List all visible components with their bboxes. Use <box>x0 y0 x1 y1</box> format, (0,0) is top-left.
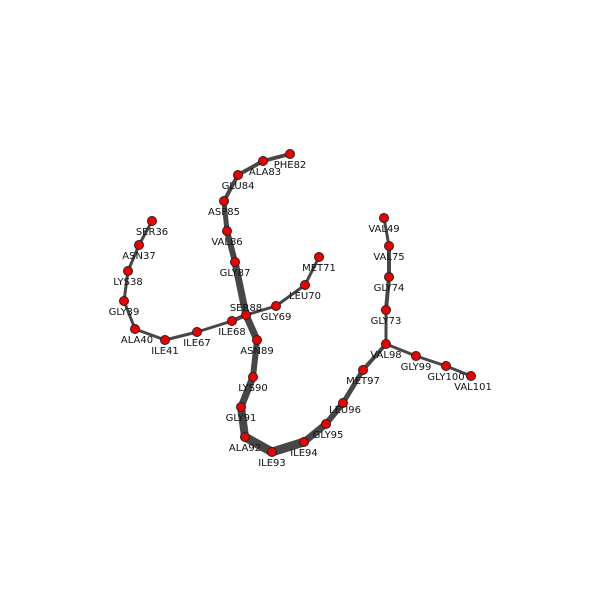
label-gly39: GLY39 <box>109 307 140 318</box>
node-val98 <box>381 339 391 349</box>
node-phe82 <box>285 149 295 159</box>
label-ile93: ILE93 <box>258 458 286 469</box>
edge-val98-gly99 <box>384 342 418 358</box>
label-gly69: GLY69 <box>261 312 292 323</box>
node-met97 <box>358 365 368 375</box>
label-ile67: ILE67 <box>183 338 211 349</box>
edge-gly69-leu70 <box>274 283 307 308</box>
node-ala40 <box>130 324 140 334</box>
label-gly91: GLY91 <box>226 413 257 424</box>
label-ser36: SER36 <box>136 227 168 238</box>
node-gly87 <box>230 257 240 267</box>
label-phe82: PHE82 <box>274 160 307 171</box>
label-val86: VAL86 <box>211 237 242 248</box>
label-ser88: SER88 <box>230 303 262 314</box>
edge-gly91-ala92 <box>237 403 249 441</box>
node-asn89 <box>252 335 262 345</box>
edge-leu96-met97 <box>340 367 366 406</box>
label-val98: VAL98 <box>370 350 401 361</box>
edge-asn89-lys90 <box>250 337 260 380</box>
edge-layer <box>122 152 473 457</box>
node-ile94 <box>299 437 309 447</box>
label-ile68: ILE68 <box>218 327 246 338</box>
label-gly95: GLY95 <box>313 430 344 441</box>
label-gly99: GLY99 <box>401 362 432 373</box>
label-gly74: GLY74 <box>374 283 405 294</box>
edge-lys90-gly91 <box>237 373 257 411</box>
label-gly100: GLY100 <box>427 372 464 383</box>
node-ile68 <box>227 316 237 326</box>
edge-gly73-gly74 <box>384 275 391 312</box>
label-ala83: ALA83 <box>249 167 281 178</box>
node-gly73 <box>381 305 391 315</box>
node-leu70 <box>300 280 310 290</box>
label-met71: MET71 <box>302 263 336 274</box>
edge-ser88-gly69 <box>244 304 278 317</box>
edge-ile93-ile94 <box>267 437 309 457</box>
node-ser88 <box>241 310 251 320</box>
label-lys38: LYS38 <box>113 277 142 288</box>
edge-ile67-ile68 <box>195 319 234 334</box>
node-glu84 <box>233 170 243 180</box>
edge-asp85-val86 <box>221 198 230 234</box>
edge-gly87-ser88 <box>231 258 250 319</box>
node-gly39 <box>119 296 129 306</box>
node-gly95 <box>321 419 331 429</box>
node-val75 <box>384 241 394 251</box>
label-gly73: GLY73 <box>371 316 402 327</box>
node-ile41 <box>160 335 170 345</box>
node-val49 <box>379 213 389 223</box>
node-gly99 <box>411 351 421 361</box>
label-leu70: LEU70 <box>289 291 321 302</box>
label-asn37: ASN37 <box>122 251 155 262</box>
node-lys90 <box>248 372 258 382</box>
node-layer <box>119 149 476 457</box>
edge-val86-gly87 <box>224 228 238 265</box>
edge-gly39-ala40 <box>122 299 137 331</box>
label-val101: VAL101 <box>454 382 492 393</box>
node-ile67 <box>192 327 202 337</box>
edge-lys38-gly39 <box>122 269 130 303</box>
node-met71 <box>314 252 324 262</box>
node-asp85 <box>219 196 229 206</box>
node-ile93 <box>267 447 277 457</box>
edge-ile41-ile67 <box>163 330 199 342</box>
label-gly87: GLY87 <box>220 268 251 279</box>
node-lys38 <box>123 266 133 276</box>
edge-ala92-ile93 <box>240 432 277 457</box>
label-ile41: ILE41 <box>151 346 179 357</box>
label-lys90: LYS90 <box>238 383 267 394</box>
node-val86 <box>222 226 232 236</box>
node-gly100 <box>441 361 451 371</box>
label-leu96: LEU96 <box>329 405 361 416</box>
edge-met97-val98 <box>361 342 388 372</box>
node-leu96 <box>338 398 348 408</box>
label-asp85: ASP85 <box>208 207 240 218</box>
node-asn37 <box>134 240 144 250</box>
edge-leu70-met71 <box>303 255 321 287</box>
edge-ala40-ile41 <box>133 327 167 342</box>
node-val101 <box>466 371 476 381</box>
label-val75: VAL75 <box>373 252 404 263</box>
node-ala92 <box>240 432 250 442</box>
label-asn89: ASN89 <box>240 346 273 357</box>
label-ala40: ALA40 <box>121 335 153 346</box>
label-glu84: GLU84 <box>222 181 255 192</box>
label-met97: MET97 <box>346 376 380 387</box>
node-gly91 <box>236 402 246 412</box>
node-ala83 <box>258 156 268 166</box>
node-ser36 <box>147 216 157 226</box>
label-val49: VAL49 <box>368 224 399 235</box>
label-ile94: ILE94 <box>290 448 318 459</box>
label-ala92: ALA92 <box>229 443 261 454</box>
edge-gly99-gly100 <box>414 354 448 368</box>
node-gly69 <box>271 301 281 311</box>
node-gly74 <box>384 272 394 282</box>
